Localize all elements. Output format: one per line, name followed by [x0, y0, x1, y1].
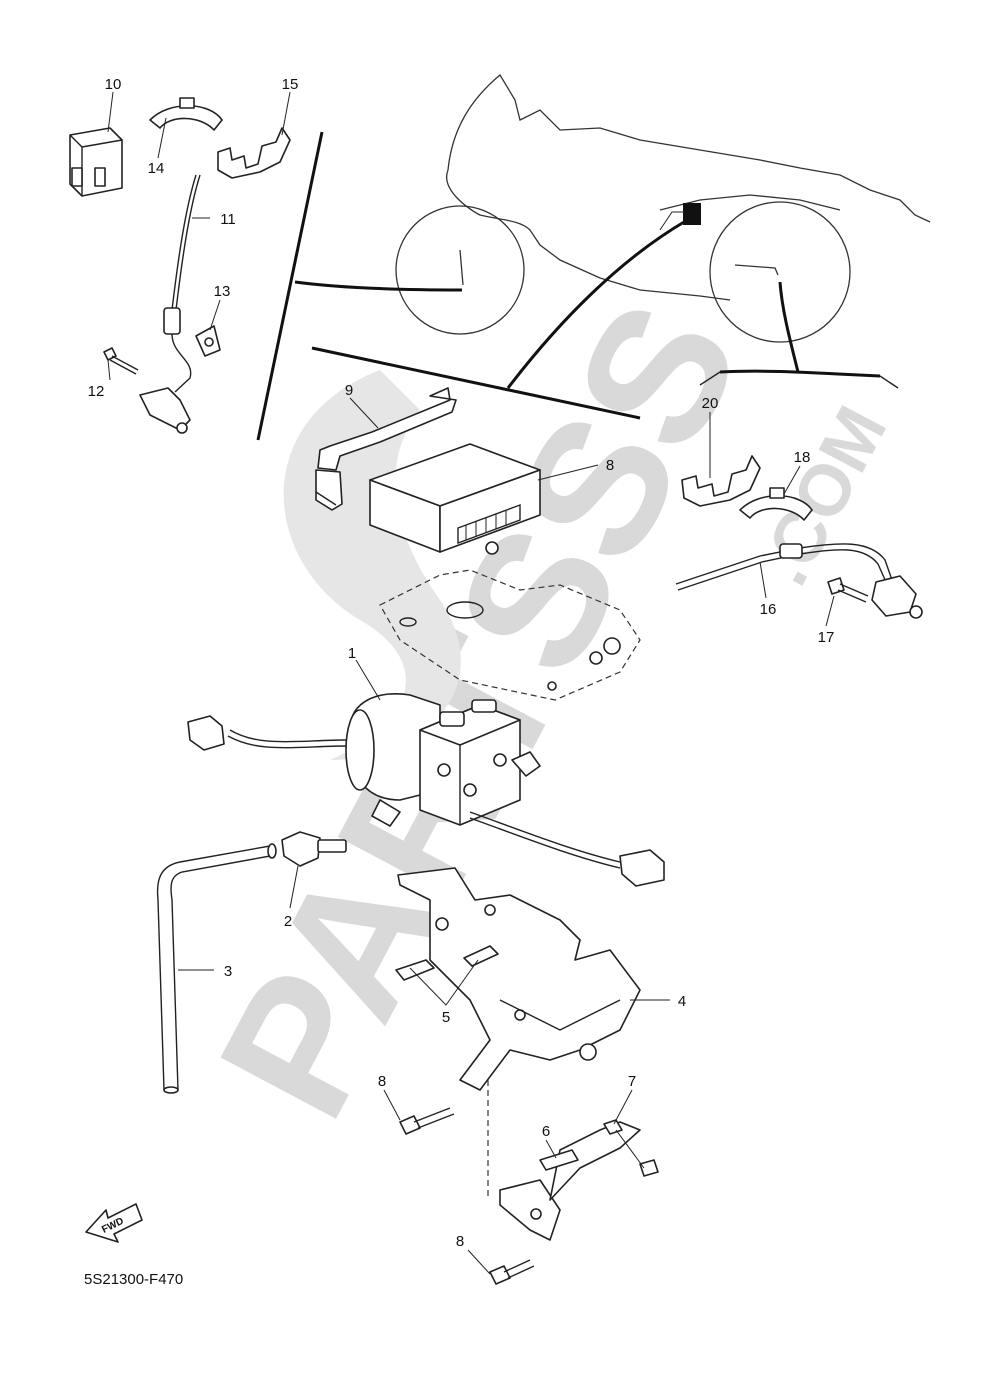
motorcycle-outline — [395, 74, 931, 343]
callout-1: 1 — [348, 645, 356, 662]
mounting-plate — [379, 569, 641, 701]
callout-16: 15 — [282, 76, 299, 93]
callout-20: 20 — [702, 395, 719, 412]
callout-14: 13 — [214, 283, 231, 300]
part-17-sensor-rear — [675, 543, 923, 619]
lower-stay — [487, 1080, 641, 1241]
callout-17: 16 — [760, 601, 777, 618]
callout-labels: 10 14 15 11 13 12 9 8 1 2 3 4 5 6 7 8 8 … — [88, 76, 835, 1250]
callout-4: 4 — [678, 993, 686, 1010]
part-9-abs-ecu — [369, 443, 541, 555]
callout-9: 8 — [606, 457, 614, 474]
callout-11: 10 — [105, 76, 122, 93]
part-16-holder — [217, 127, 291, 179]
part-10-ecu-strap — [315, 387, 457, 511]
ecu-location-marker — [683, 203, 701, 225]
indicator-lines — [256, 131, 899, 441]
callout-6: 6 — [542, 1123, 550, 1140]
callout-15: 14 — [148, 160, 165, 177]
callout-10: 9 — [345, 382, 353, 399]
part-7-nut — [603, 1119, 659, 1177]
part-5-dampers — [395, 945, 499, 981]
callout-8-lower: 8 — [456, 1233, 464, 1250]
leader-lines — [107, 91, 835, 1275]
part-11-relay — [69, 127, 123, 197]
callout-2: 2 — [284, 913, 292, 930]
callout-12: 11 — [220, 211, 236, 228]
part-1-hydraulic-unit — [187, 693, 665, 887]
part-14-plate — [195, 325, 221, 357]
callout-7: 7 — [628, 1073, 636, 1090]
part-4-bracket — [397, 867, 641, 1091]
part-12-sensor-front — [139, 174, 201, 434]
part-2-joint — [281, 831, 347, 867]
watermark-suffix: .COM — [743, 394, 902, 598]
part-18-bolt — [827, 577, 869, 603]
part-6-damper — [539, 1149, 579, 1171]
part-19-clamp — [739, 487, 813, 521]
callout-3: 3 — [224, 963, 232, 980]
part-15-clamp — [149, 97, 223, 131]
part-13-bolt — [103, 347, 139, 375]
callout-8-upper: 8 — [378, 1073, 386, 1090]
part-8-bolt-upper — [399, 1107, 455, 1135]
diagram-code: 5S21300-F470 — [84, 1271, 183, 1288]
callout-18: 17 — [818, 629, 835, 646]
callout-13: 12 — [88, 383, 105, 400]
callout-19: 18 — [794, 449, 811, 466]
callout-5: 5 — [442, 1009, 450, 1026]
part-3-hose — [156, 843, 277, 1094]
part-8-bolt-lower — [489, 1259, 535, 1285]
fwd-arrow: FWD — [85, 1203, 143, 1243]
part-20-holder — [681, 455, 761, 507]
